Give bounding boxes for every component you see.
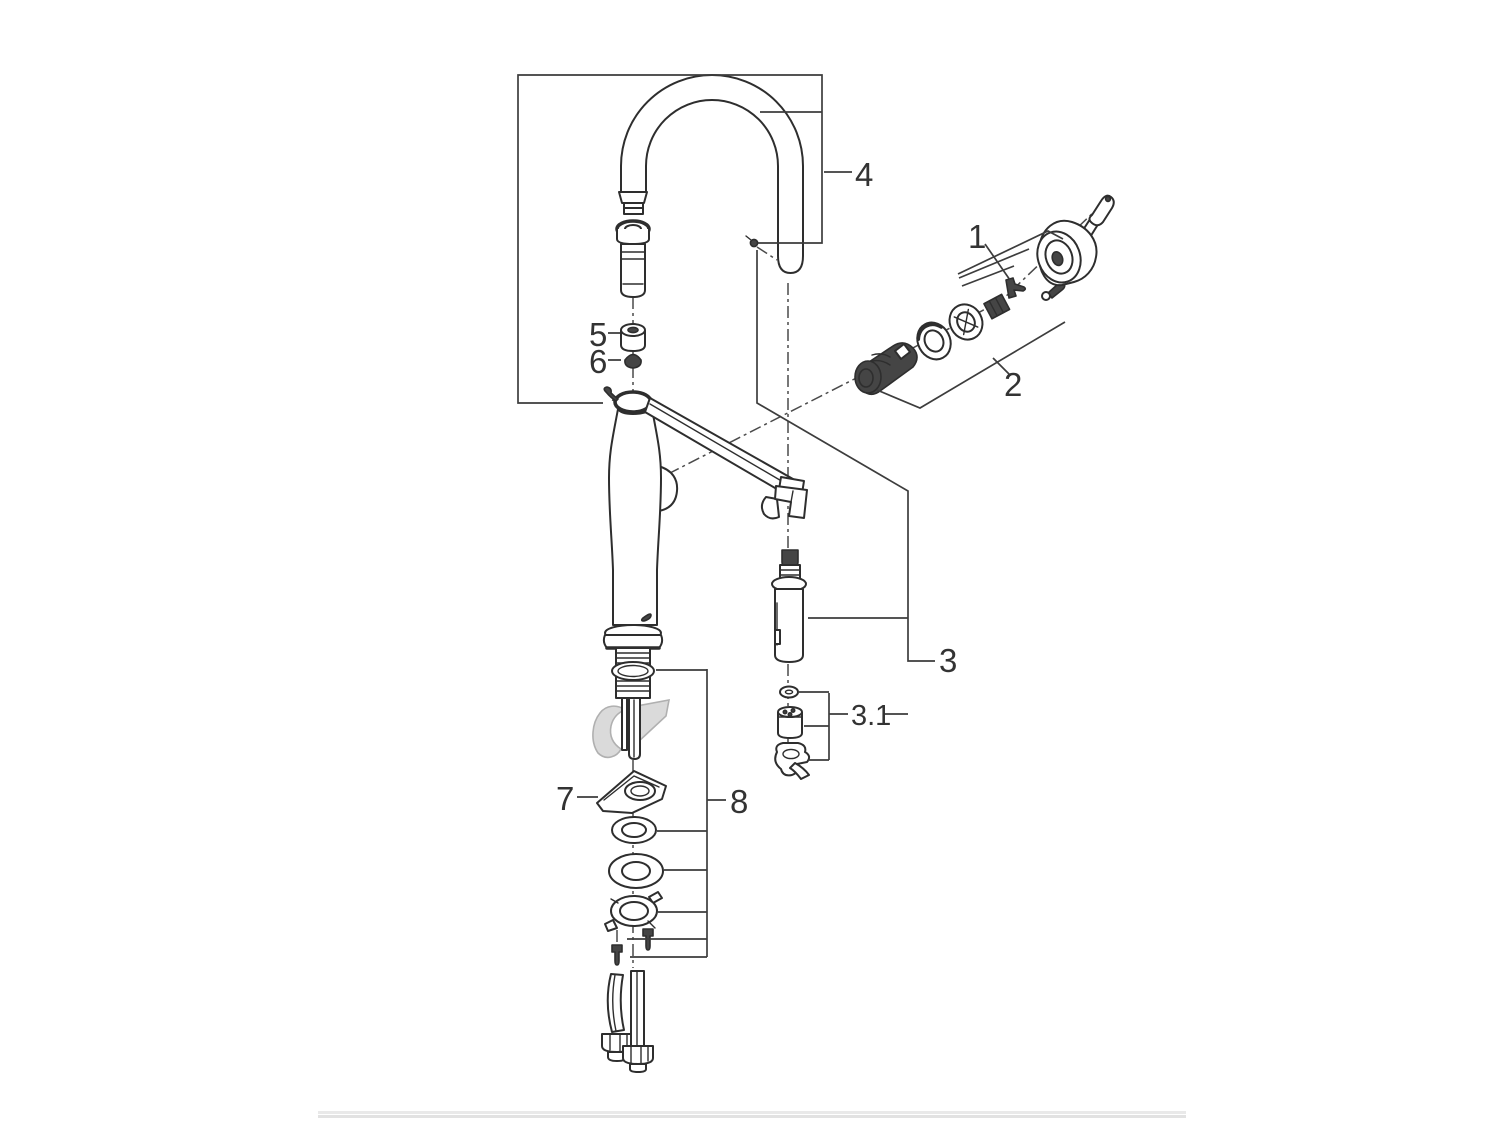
part-label-1: 1 — [968, 218, 986, 255]
part-label-3: 3 — [939, 642, 957, 679]
swivel-arm — [644, 397, 808, 520]
faucet-body — [602, 386, 679, 699]
part-label-6: 6 — [589, 343, 607, 380]
cartridge-assembly-part2 — [854, 277, 1027, 396]
part-label-7: 7 — [556, 780, 574, 817]
callout-brackets — [517, 74, 1066, 958]
hose-weight-part3 — [771, 549, 807, 663]
part-label-5: 5 — [589, 316, 607, 353]
part-label-2: 2 — [1004, 366, 1022, 403]
body-tubes — [621, 697, 641, 760]
spout-assembly-part4 — [615, 74, 804, 298]
handle-assembly-part1 — [1036, 194, 1115, 301]
part-label-4: 4 — [855, 156, 873, 193]
part-label-8: 8 — [730, 783, 748, 820]
part5-bushing — [620, 323, 646, 352]
part6-seal — [624, 353, 642, 369]
aerator-parts-3-1 — [774, 685, 811, 780]
axis-lines — [611, 207, 1099, 968]
mounting-parts-7-8 — [596, 770, 667, 966]
part-label-3-1: 3.1 — [851, 700, 891, 732]
supply-hoses — [601, 970, 654, 1073]
page-divider — [318, 1111, 1186, 1118]
